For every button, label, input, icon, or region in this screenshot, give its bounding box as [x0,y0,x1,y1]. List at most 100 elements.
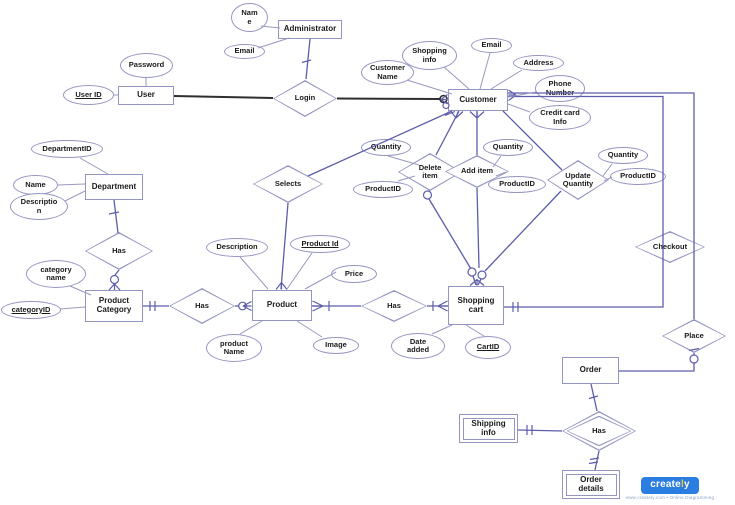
attribute-cart-id[interactable]: CartID [465,336,511,359]
attribute-product-description[interactable]: Description [206,238,268,257]
attribute-add-quantity[interactable]: Quantity [483,139,533,156]
entity-label: Shopping cart [457,295,495,314]
attribute-category-id[interactable]: categoryID [1,301,61,319]
attribute-admin-name[interactable]: Nam e [231,3,268,32]
relationship-label: Has [387,300,401,310]
attribute-label: ProductID [499,179,535,189]
relationship-login[interactable]: Login [273,80,337,117]
relationship-label: Has [592,425,606,435]
attribute-label: Address [523,57,554,67]
attribute-product-name[interactable]: product Name [206,334,262,362]
relationship-label: Has [195,300,209,310]
entity-customer[interactable]: Customer [448,89,508,111]
attribute-label: CartID [476,342,500,352]
relationship-label: Has [112,245,126,255]
relationship-label: Place [684,330,704,340]
entity-label: Customer [459,94,497,104]
attribute-label: Credit card Info [540,108,580,126]
attribute-label: Description [216,242,258,252]
entity-label: Administrator [283,24,337,34]
attribute-department-description[interactable]: Descriptio n [10,193,68,220]
entity-label: Order [579,365,602,375]
attribute-label: Email [234,46,255,56]
attribute-category-name[interactable]: category name [26,260,86,288]
attribute-label: DepartmentID [42,143,92,153]
entity-label: Order details [578,474,604,493]
attribute-delete-productid[interactable]: ProductID [353,181,413,198]
relationship-place[interactable]: Place [662,319,726,353]
entity-label: Product [266,300,298,310]
attribute-customer-email[interactable]: Email [471,38,512,53]
attribute-label: Price [344,268,364,278]
attribute-customer-credit-card-info[interactable]: Credit card Info [529,105,591,130]
relationship-label: Login [294,93,316,103]
relationship-has-product-cart[interactable]: Has [361,290,427,322]
attribute-label: category name [40,264,72,282]
attribute-label: Quantity [492,142,524,152]
attribute-label: User ID [75,89,102,99]
attribute-label: Password [128,60,165,70]
relationship-has-order-details[interactable]: Has [562,411,636,451]
attribute-customer-phone-number[interactable]: Phone Number [535,75,585,102]
attribute-department-id[interactable]: DepartmentID [31,140,103,158]
attribute-product-price[interactable]: Price [331,265,377,283]
attribute-label: Product Id [301,238,339,248]
attribute-label: Phone Number [545,79,575,97]
attribute-customer-address[interactable]: Address [513,55,564,71]
entity-product[interactable]: Product [252,290,312,321]
entity-shipping-info[interactable]: Shipping info [459,414,518,443]
entity-user[interactable]: User [118,86,174,105]
attribute-label: Descriptio n [20,197,58,215]
relationship-checkout[interactable]: Checkout [635,231,705,263]
attribute-user-id[interactable]: User ID [63,85,114,105]
attribute-product-id[interactable]: Product Id [290,235,350,253]
attribute-update-quantity[interactable]: Quantity [598,147,648,164]
attribute-admin-email[interactable]: Email [224,44,265,59]
relationship-label: Selects [274,178,302,188]
creately-watermark: creately www.creately.com • Online Diagr… [610,474,730,500]
attribute-label: ProductID [365,184,401,194]
attribute-label: Quantity [370,142,402,152]
creately-tagline: www.creately.com • Online Diagramming [625,495,715,500]
entity-label: Shipping info [471,418,506,437]
relationship-label: Delete item [418,162,442,180]
relationship-label: Update Quantity [562,170,594,188]
attribute-label: Email [481,40,502,50]
attribute-user-password[interactable]: Password [120,53,173,78]
relationship-selects[interactable]: Selects [253,165,323,203]
logo-text: y [683,479,690,490]
attribute-label: Shopping info [412,46,447,64]
entity-administrator[interactable]: Administrator [278,20,342,39]
attribute-department-name[interactable]: Name [13,175,58,195]
attribute-label: ProductID [620,171,656,181]
entity-product-category[interactable]: Product Category [85,290,143,322]
entity-label: Department [91,181,137,191]
entity-order[interactable]: Order [562,357,619,384]
attribute-product-image[interactable]: Image [313,337,359,354]
relationship-update-quantity[interactable]: Update Quantity [547,160,609,200]
entity-shopping-cart[interactable]: Shopping cart [448,286,504,325]
attribute-label: Name [25,179,46,189]
attribute-delete-quantity[interactable]: Quantity [361,139,411,156]
attribute-label: Date added [406,336,430,354]
relationship-has-category-product[interactable]: Has [169,288,235,324]
entity-department[interactable]: Department [85,174,143,200]
relationship-has-department-category[interactable]: Has [85,232,153,270]
creately-logo[interactable]: creately [641,477,699,494]
attribute-cart-date-added[interactable]: Date added [391,333,445,359]
line-administrator-login [301,38,312,80]
cardinality-cart-top [467,267,487,286]
entity-order-details[interactable]: Order details [562,470,620,499]
entity-label: User [137,90,155,100]
attribute-customer-name[interactable]: Customer Name [361,60,414,85]
logo-text: create [650,479,681,490]
logo-lightbulb-icon: l [680,479,684,490]
attribute-customer-shopping-info[interactable]: Shopping info [402,41,457,70]
attribute-update-productid[interactable]: ProductID [610,168,666,185]
attribute-add-productid[interactable]: ProductID [488,176,546,193]
line-customer-add-item-cart [469,111,485,269]
relationship-label: Checkout [652,241,688,251]
entity-label: Product Category [96,296,132,314]
attribute-label: Quantity [607,150,639,160]
attribute-label: Nam e [241,8,258,26]
